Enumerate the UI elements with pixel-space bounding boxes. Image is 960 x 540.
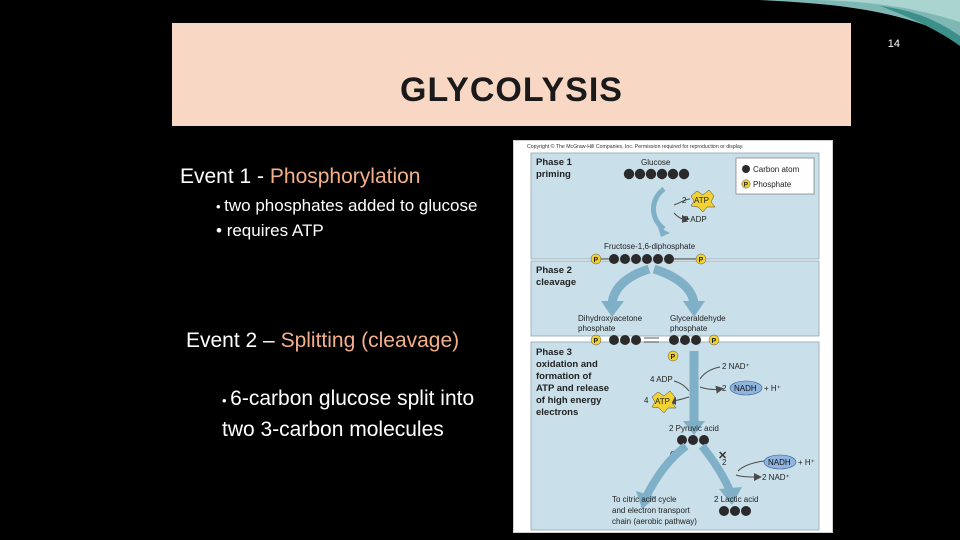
phase1-label-line1: Phase 1 xyxy=(536,157,573,168)
anaerobic-arrow xyxy=(698,443,734,493)
nadh2-count: 2 xyxy=(722,458,727,467)
legend-phosphate-label: Phosphate xyxy=(753,180,792,189)
legend-carbon-label: Carbon atom xyxy=(753,165,800,174)
fructose-chain: P P xyxy=(590,253,707,265)
phase3-label-line4: ATP and release xyxy=(536,383,609,394)
cleavage-arrow-right-head xyxy=(683,301,705,317)
adp-in-label: 4 ADP xyxy=(650,375,673,384)
nadh-label: NADH xyxy=(734,384,757,393)
nadh-badge xyxy=(729,380,763,396)
aerobic-arrow-head xyxy=(636,491,656,509)
phase3-panel xyxy=(530,341,820,531)
phosphate-in-icon xyxy=(667,350,679,362)
citric-label-line1: To citric acid cycle xyxy=(612,495,677,504)
nadh-out-arrow xyxy=(699,385,724,394)
atp-out-count: 4 xyxy=(644,396,649,405)
citric-label-line3: chain (aerobic pathway) xyxy=(612,517,697,526)
phase2-label-line2: cleavage xyxy=(536,277,576,288)
glucose-carbon-chain xyxy=(623,168,690,180)
event2-bullet-1: • 6-carbon glucose split into two 3-carb… xyxy=(222,387,475,441)
nad-out-arrow xyxy=(735,472,762,481)
g3p-label-line2: phosphate xyxy=(670,324,708,333)
dhap-molecule: P xyxy=(590,334,641,346)
adp-in-arrow xyxy=(673,380,690,392)
aerobic-arrow xyxy=(642,442,689,499)
slide-title: GLYCOLYSIS xyxy=(400,71,623,109)
atp-in-burst-icon xyxy=(690,189,716,213)
glucose-label: Glucose xyxy=(641,158,671,167)
cleavage-arrow-left xyxy=(607,264,651,304)
event2-heading-term: Splitting (cleavage) xyxy=(280,329,460,352)
nadh-count: 2 xyxy=(722,384,727,393)
event1-heading-prefix: Event 1 - xyxy=(180,165,270,188)
h-plus-label: + H⁺ xyxy=(764,384,781,393)
lactic-molecule xyxy=(719,506,751,516)
decorative-corner-swoosh xyxy=(760,0,960,46)
title-banner: GLYCOLYSIS xyxy=(172,23,851,126)
atp-out-label: ATP xyxy=(655,397,670,406)
page-number: 14 xyxy=(887,38,900,50)
event1-bullets: • two phosphates added to glucose • requ… xyxy=(216,194,496,243)
pyruvic-label: 2 Pyruvic acid xyxy=(669,424,719,433)
g3p-molecule: P xyxy=(669,334,720,346)
legend-carbon-icon xyxy=(742,165,750,173)
legend-phosphate-icon xyxy=(741,179,751,189)
phase3-label-line6: electrons xyxy=(536,407,578,418)
legend-box xyxy=(735,157,815,195)
adp-out-arrow xyxy=(673,212,690,223)
atp-in-count: 2 xyxy=(682,196,687,205)
dhap-label-line1: Dihydroxyacetone xyxy=(578,314,643,323)
priming-arrow xyxy=(651,186,666,232)
nadh2-in-arrow xyxy=(737,460,765,472)
phase2-label-line1: Phase 2 xyxy=(536,265,572,276)
svg-text:P: P xyxy=(699,257,704,264)
atp-out-burst-icon xyxy=(651,390,677,414)
oxidation-arrow-head xyxy=(683,421,705,435)
priming-arrow-head xyxy=(658,227,670,237)
legend-phosphate-symbol: P xyxy=(744,182,749,189)
g3p-label-line1: Glyceraldehyde xyxy=(670,314,726,323)
anaerobic-arrow-head xyxy=(719,487,742,505)
cleavage-arrow-left-head xyxy=(601,301,624,317)
blocked-x-icon: ✕ xyxy=(718,450,727,462)
phosphate-in-symbol: P xyxy=(671,354,676,361)
svg-text:P: P xyxy=(594,257,599,264)
event2-heading-prefix: Event 2 – xyxy=(186,329,281,352)
phase3-label-line2: oxidation and xyxy=(536,359,598,370)
citric-label-line2: and electron transport xyxy=(612,506,691,515)
adp-out-label: 2 ADP xyxy=(684,215,707,224)
event1-bullet-2-text: requires ATP xyxy=(226,221,324,240)
event1-heading: Event 1 - Phosphorylation xyxy=(180,165,421,189)
phase3-label-line3: formation of xyxy=(536,371,592,382)
atp-in-label: ATP xyxy=(694,196,709,205)
h-plus-2-label: + H⁺ xyxy=(798,458,815,467)
svg-text:P: P xyxy=(594,338,599,345)
event2-heading: Event 2 – Splitting (cleavage) xyxy=(186,326,486,355)
pyruvic-molecule xyxy=(677,435,709,445)
event1-bullet-1: • two phosphates added to glucose xyxy=(216,196,478,215)
event1-bullet-1-text: two phosphates added to glucose xyxy=(224,196,478,215)
glycolysis-diagram: Copyright © The McGraw-Hill Companies, I… xyxy=(513,140,833,533)
phase3-label-line1: Phase 3 xyxy=(536,347,572,358)
copyright-text: Copyright © The McGraw-Hill Companies, I… xyxy=(527,143,743,150)
lactic-label: 2 Lactic acid xyxy=(714,495,758,504)
atp-in-arrow xyxy=(673,198,691,206)
nadh2-badge xyxy=(763,454,797,470)
nad-in-arrow xyxy=(699,366,721,380)
fructose-label: Fructose-1,6-diphosphate xyxy=(604,242,696,251)
nad-in-label: 2 NAD⁺ xyxy=(722,362,750,371)
event1-bullet-2: • requires ATP xyxy=(216,221,324,240)
event2-bullets: • 6-carbon glucose split into two 3-carb… xyxy=(222,384,482,444)
nadh2-label: NADH xyxy=(768,458,791,467)
dhap-label-line2: phosphate xyxy=(578,324,616,333)
phase3-label-line5: of high energy xyxy=(536,395,602,406)
nad-out-label: 2 NAD⁺ xyxy=(762,473,790,482)
cleavage-arrow-right xyxy=(652,264,699,305)
event2-bullet-1-text: 6-carbon glucose split into two 3-carbon… xyxy=(222,387,475,441)
phase1-label-line2: priming xyxy=(536,169,571,180)
svg-text:P: P xyxy=(712,338,717,345)
event1-heading-term: Phosphorylation xyxy=(269,165,421,188)
